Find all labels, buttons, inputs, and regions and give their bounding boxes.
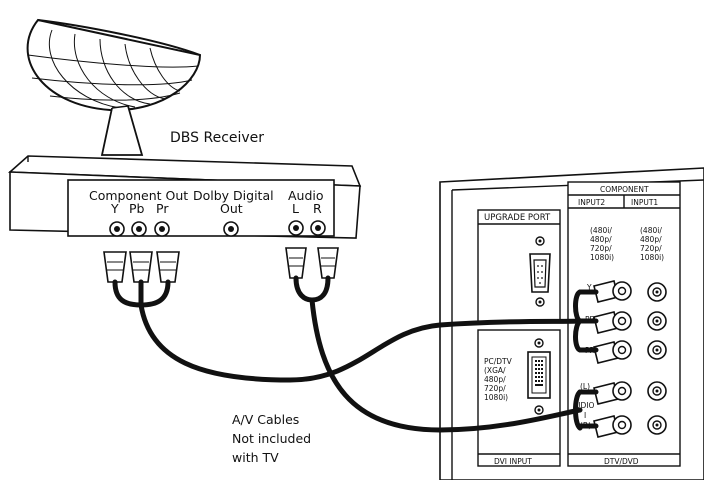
cables-note-line-1: A/V Cables [232, 412, 299, 427]
input2-plug-y [593, 280, 632, 303]
upgrade-port-label: UPGRADE PORT [484, 213, 551, 223]
input2-res-4: 1080i) [590, 253, 614, 262]
audio-vertical-label-1: UDIO [575, 401, 594, 410]
input2-res-3: 720p/ [590, 244, 612, 253]
rca-plug-audio-r [317, 247, 339, 279]
cables-note-line-2: Not included [232, 431, 311, 446]
input2-audio-l-label: (L) [580, 382, 590, 391]
dolby-out-label: Out [220, 201, 243, 216]
receiver-jack-audio-r [310, 220, 326, 236]
input2-y-label: Y [586, 283, 592, 292]
input2-plug-pb [593, 311, 632, 334]
pc-dtv-label-2: (XGA/ [484, 366, 506, 375]
input1-res-2: 480p/ [640, 235, 662, 244]
input2-res-2: 480p/ [590, 235, 612, 244]
pc-dtv-label-1: PC/DTV [484, 357, 513, 366]
input1-label: INPUT1 [631, 198, 658, 207]
pc-dtv-label-5: 1080i) [484, 393, 508, 402]
receiver-jack-dolby [223, 221, 239, 237]
audio-cable [293, 275, 599, 433]
input2-plug-audio-r [593, 415, 632, 438]
satellite-dish-icon [26, 18, 202, 156]
pc-dtv-label-4: 720p/ [484, 384, 506, 393]
input1-res-1: (480i/ [640, 226, 662, 235]
receiver-jack-y [109, 221, 125, 237]
receiver-jack-pr [154, 221, 170, 237]
receiver-jack-audio-l [288, 220, 304, 236]
dvi-port-icon [527, 338, 551, 415]
rca-plug-audio-l [285, 247, 307, 279]
dbs-receiver-label: DBS Receiver [170, 130, 264, 146]
input1-jack-y [647, 282, 667, 302]
input1-jack-pb [647, 311, 667, 331]
rca-plug-y [103, 251, 127, 283]
audio-label: Audio [288, 188, 324, 203]
pr-jack-label: Pr [156, 201, 169, 216]
component-video-cable [112, 279, 599, 383]
cables-note-line-3: with TV [232, 450, 279, 465]
input1-res-4: 1080i) [640, 253, 664, 262]
pc-dtv-label-3: 480p/ [484, 375, 506, 384]
input1-jack-audio-l [647, 381, 667, 401]
audio-vertical-label-2: I [584, 411, 586, 420]
y-jack-label: Y [110, 201, 119, 216]
rca-plug-pb [129, 251, 153, 283]
input2-plug-audio-l [593, 381, 632, 405]
receiver-jack-pb [131, 221, 147, 237]
audio-l-label: L [292, 201, 299, 216]
dolby-digital-label: Dolby Digital [193, 188, 274, 203]
input1-res-3: 720p/ [640, 244, 662, 253]
upgrade-serial-port-icon [529, 236, 551, 307]
input2-label: INPUT2 [578, 198, 605, 207]
dvi-input-label: DVI INPUT [494, 457, 532, 466]
audio-r-label: R [313, 201, 322, 216]
component-out-label: Component Out [89, 188, 188, 203]
pb-jack-label: Pb [129, 201, 145, 216]
input1-jack-audio-r [647, 415, 667, 435]
input2-res-1: (480i/ [590, 226, 612, 235]
input1-jack-pr [647, 340, 667, 360]
component-label: COMPONENT [600, 185, 649, 194]
input2-plug-pr [593, 340, 632, 364]
dtv-dvd-label: DTV/DVD [604, 457, 639, 466]
rca-plug-pr [156, 251, 180, 283]
